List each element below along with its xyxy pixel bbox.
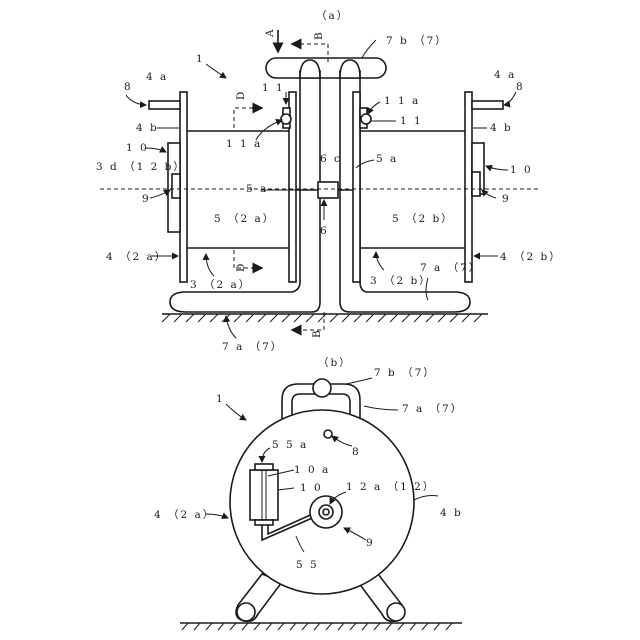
label-a-4-2b: 4 （2 b） bbox=[500, 251, 562, 263]
label-a-3-2a: 3 （2 a） bbox=[190, 279, 251, 291]
label-a-10-left: 1 0 bbox=[126, 142, 149, 154]
label-b-10: 1 0 bbox=[300, 482, 323, 494]
right-outer-flange-4a bbox=[465, 92, 472, 282]
label-a-9-right: 9 bbox=[502, 193, 511, 205]
left-foot-b bbox=[237, 603, 255, 621]
label-a-7a-right: 7 a （7） bbox=[420, 262, 481, 274]
label-a-8-left: 8 bbox=[124, 81, 133, 93]
label-a-4b-right: 4 b bbox=[490, 122, 513, 134]
right-handle-8 bbox=[472, 101, 503, 109]
label-b-55a: 5 5 a bbox=[272, 439, 308, 451]
label-a-6c: 6 c bbox=[320, 153, 342, 165]
handle-8-b bbox=[324, 430, 332, 438]
label-a-B-bottom: B bbox=[311, 328, 323, 338]
label-b-7a: 7 a （7） bbox=[402, 403, 463, 415]
label-a-A: A bbox=[264, 27, 276, 38]
box-foot bbox=[255, 520, 273, 525]
label-a-11-right: 1 1 bbox=[400, 115, 423, 127]
label-a-3d: 3 d （1 2 b） bbox=[96, 161, 186, 173]
left-handle-8 bbox=[149, 101, 180, 109]
right-hook-ring-11a bbox=[361, 114, 371, 124]
label-a-11a-right: 1 1 a bbox=[384, 95, 420, 107]
left-outer-flange-4a bbox=[180, 92, 187, 282]
label-a-D-top: D bbox=[235, 90, 247, 100]
right-pipe-top bbox=[340, 60, 360, 78]
label-b-4b: 4 b bbox=[440, 507, 463, 519]
label-a-5a-right: 5 a bbox=[376, 153, 398, 165]
label-b-10a: 1 0 a bbox=[294, 464, 330, 476]
label-b-12a: 1 2 a （1 2） bbox=[346, 481, 435, 493]
view-b: （b） bbox=[154, 357, 463, 630]
top-knob-7b bbox=[313, 379, 331, 397]
label-a-5a-center: 5 a bbox=[246, 183, 268, 195]
ground-hatch-b bbox=[182, 623, 452, 630]
label-a-B-top: B bbox=[313, 30, 325, 40]
label-a-4b-left: 4 b bbox=[136, 122, 159, 134]
label-b-9: 9 bbox=[366, 537, 375, 549]
label-a-11-left: 1 1 bbox=[262, 82, 285, 94]
label-b-4-2a: 4 （2 a） bbox=[154, 509, 215, 521]
caption-a: （a） bbox=[316, 10, 349, 22]
left-shaft-9 bbox=[172, 174, 180, 198]
label-b-55: 5 5 bbox=[296, 559, 319, 571]
label-b-1: 1 bbox=[216, 393, 225, 405]
label-a-3-2b: 3 （2 b） bbox=[370, 275, 432, 287]
label-a-11a-left: 1 1 a bbox=[226, 138, 262, 150]
label-a-6: 6 bbox=[320, 225, 329, 237]
label-a-D-bottom: D bbox=[235, 262, 247, 272]
right-inner-flange bbox=[353, 92, 360, 282]
right-shaft-9 bbox=[472, 172, 480, 196]
label-a-10-right: 1 0 bbox=[510, 164, 533, 176]
label-a-5-2a: 5 （2 a） bbox=[214, 213, 275, 225]
ground-hatch-a bbox=[162, 314, 482, 322]
label-a-7a-bottom: 7 a （7） bbox=[222, 341, 283, 353]
top-grip-7b bbox=[266, 58, 386, 78]
coupling-6 bbox=[318, 182, 338, 198]
left-leg-pipe bbox=[170, 70, 320, 312]
label-a-4a-left: 4 a bbox=[146, 71, 168, 83]
label-a-9-left: 9 bbox=[142, 193, 151, 205]
label-b-7b: 7 b （7） bbox=[374, 367, 436, 379]
box-cap-55a bbox=[255, 464, 273, 470]
left-pipe-top bbox=[300, 60, 320, 78]
left-hook-ring-11a bbox=[281, 114, 291, 124]
label-a-8-right: 8 bbox=[516, 81, 525, 93]
right-foot-b bbox=[387, 603, 405, 621]
label-a-4-2a: 4 （2 a） bbox=[106, 251, 167, 263]
label-a-5-2b: 5 （2 b） bbox=[392, 213, 454, 225]
view-a: （a） bbox=[96, 10, 562, 353]
section-D-top bbox=[234, 108, 256, 128]
label-b-8: 8 bbox=[352, 446, 361, 458]
label-a-1: 1 bbox=[196, 53, 205, 65]
label-a-4a-right: 4 a bbox=[494, 69, 516, 81]
box-10-b bbox=[250, 470, 278, 520]
label-a-7b: 7 b （7） bbox=[386, 35, 448, 47]
caption-b: （b） bbox=[318, 357, 352, 369]
